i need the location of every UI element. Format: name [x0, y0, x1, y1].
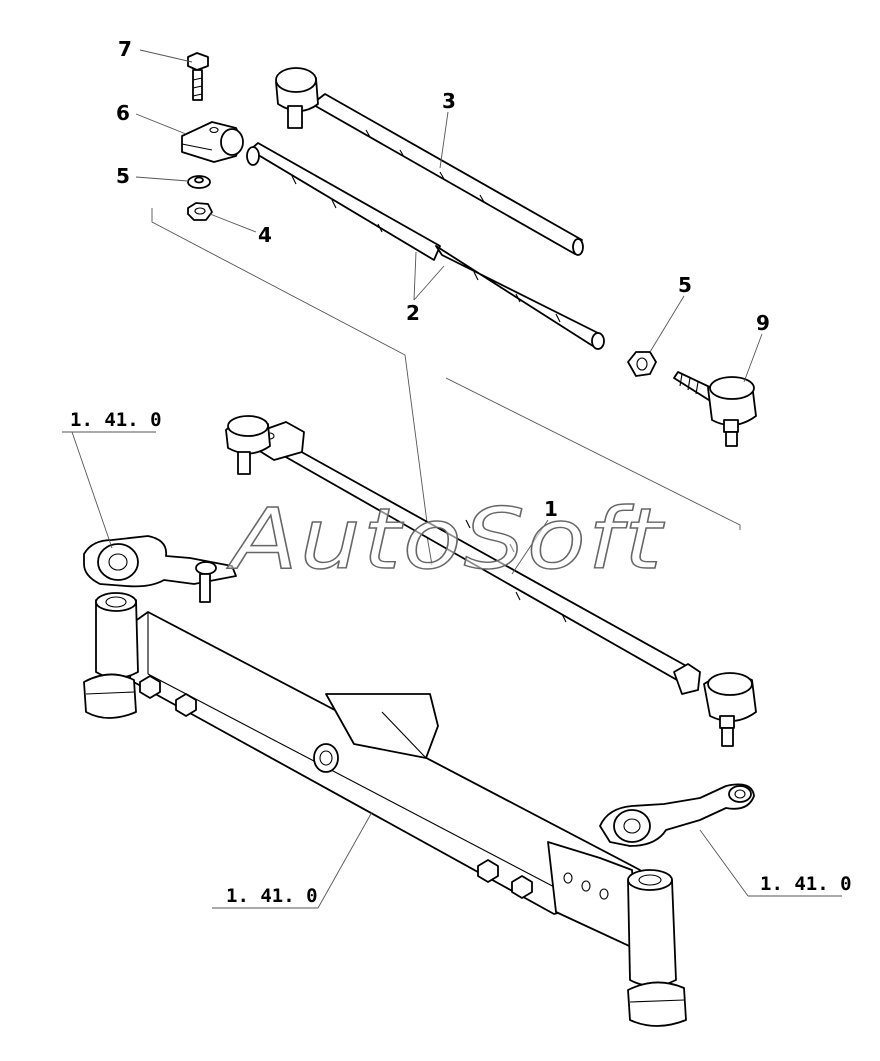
clamp-part	[181, 121, 244, 163]
reference-label-left: 1. 41. 0	[70, 409, 162, 431]
callout-3: 3	[442, 89, 456, 113]
callout-2: 2	[406, 301, 420, 325]
tie-rod-assembly-part	[225, 415, 757, 747]
callout-9: 9	[756, 311, 770, 335]
callout-4: 4	[258, 223, 272, 247]
tie-rod-end-part	[673, 371, 757, 447]
callout-1: 1	[544, 497, 558, 521]
reference-label-bottom: 1. 41. 0	[226, 885, 318, 907]
watermark-text: AutoSoft	[226, 490, 665, 588]
tie-rod-tubes-part	[246, 142, 605, 350]
tie-rod-upper-part	[275, 67, 584, 256]
nut-part	[187, 202, 213, 221]
steering-arm-left-part	[83, 535, 237, 603]
washer-part	[187, 175, 211, 189]
reference-label-right: 1. 41. 0	[760, 873, 852, 895]
callout-5-washer: 5	[116, 164, 130, 188]
callout-6: 6	[116, 101, 130, 125]
nut-right-part	[627, 351, 657, 377]
kingpin-housing-left-part	[83, 592, 139, 719]
front-axle-beam-part	[129, 611, 641, 951]
kingpin-housing-right-part	[627, 869, 687, 1027]
callout-leaders	[62, 49, 842, 909]
bolt-part	[187, 52, 209, 101]
callout-7: 7	[118, 37, 132, 61]
callout-5-nut: 5	[678, 273, 692, 297]
steering-arm-right-part	[599, 783, 755, 847]
